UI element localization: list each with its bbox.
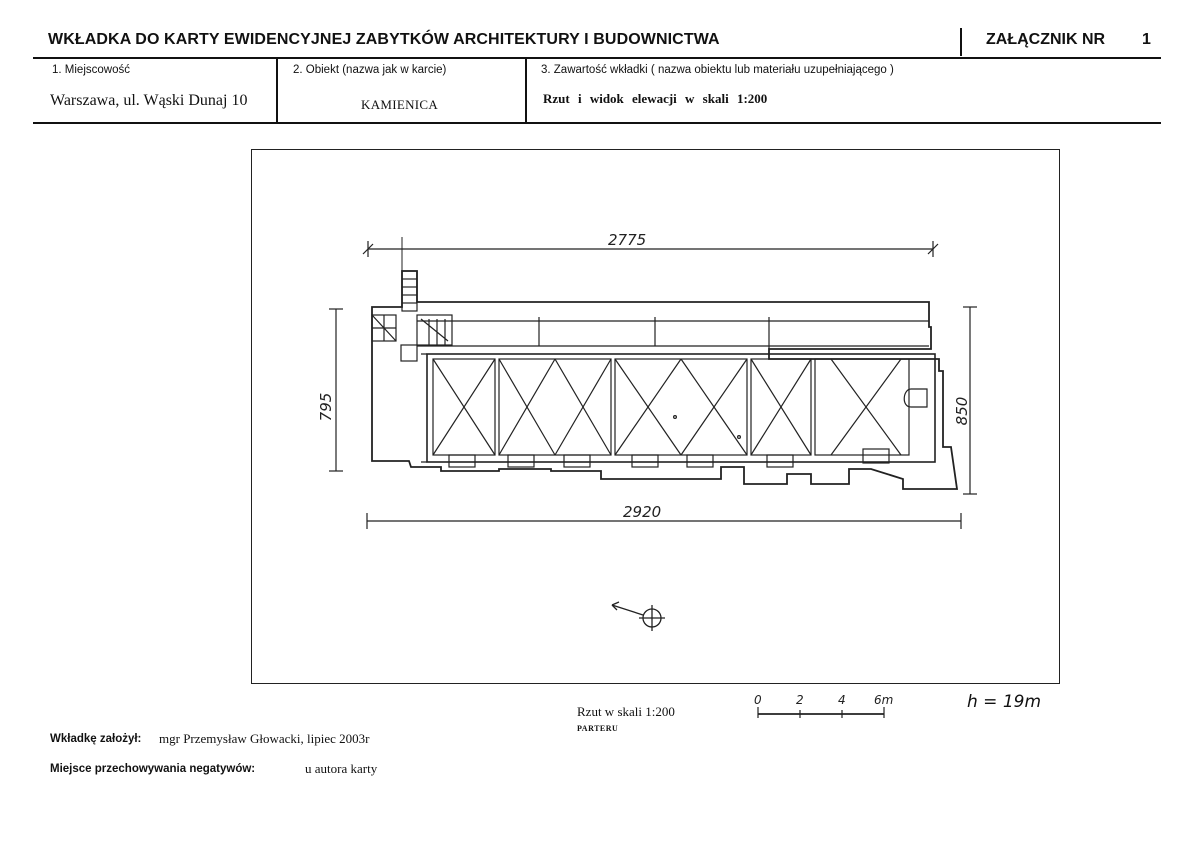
drawing-frame [251, 149, 1060, 684]
annex-number: 1 [1142, 31, 1151, 48]
author-label: Wkładkę założył: [50, 733, 142, 745]
scale-tick-0: 0 [754, 693, 762, 707]
dim-bottom-label: 2920 [623, 503, 661, 521]
storage-label: Miejsce przechowywania negatywów: [50, 763, 256, 775]
location-label: 1. Miejscowość [52, 64, 130, 76]
scale-caption: Rzut w skali 1:200 [577, 704, 675, 719]
scale-tick-2: 2 [796, 693, 804, 707]
object-value: KAMIENICA [361, 97, 439, 112]
header-rule-bottom [33, 122, 1161, 124]
object-label: 2. Obiekt (nazwa jak w karcie) [293, 64, 447, 76]
scale-tick-6m: 6m [874, 693, 893, 707]
north-arrow-icon [611, 601, 665, 631]
dim-right-label: 850 [953, 397, 971, 426]
header-rule-top [33, 57, 1161, 59]
floor-plan-drawing: 2775 2920 795 850 [317, 231, 977, 631]
dim-top-label: 2775 [608, 231, 646, 249]
location-value: Warszawa, ul. Wąski Dunaj 10 [50, 92, 248, 109]
storage-value: u autora karty [305, 761, 378, 776]
header-divider [960, 28, 962, 56]
author-value: mgr Przemysław Głowacki, lipiec 2003r [159, 731, 370, 746]
building-height-note: h = 19m [967, 692, 1042, 712]
field-divider-2 [525, 57, 527, 123]
scale-caption-sub: PARTERU [577, 724, 619, 733]
form-title: WKŁADKA DO KARTY EWIDENCYJNEJ ZABYTKÓW A… [48, 31, 720, 48]
dim-left-label: 795 [317, 393, 335, 422]
annex-label: ZAŁĄCZNIK NR [986, 31, 1106, 48]
scale-bar: 0 2 4 6m [754, 693, 893, 718]
content-label: 3. Zawartość wkładki ( nazwa obiektu lub… [541, 64, 894, 76]
content-value: Rzut i widok elewacji w skali 1:200 [543, 91, 768, 106]
scale-tick-4: 4 [838, 693, 846, 707]
field-divider-1 [276, 57, 278, 123]
